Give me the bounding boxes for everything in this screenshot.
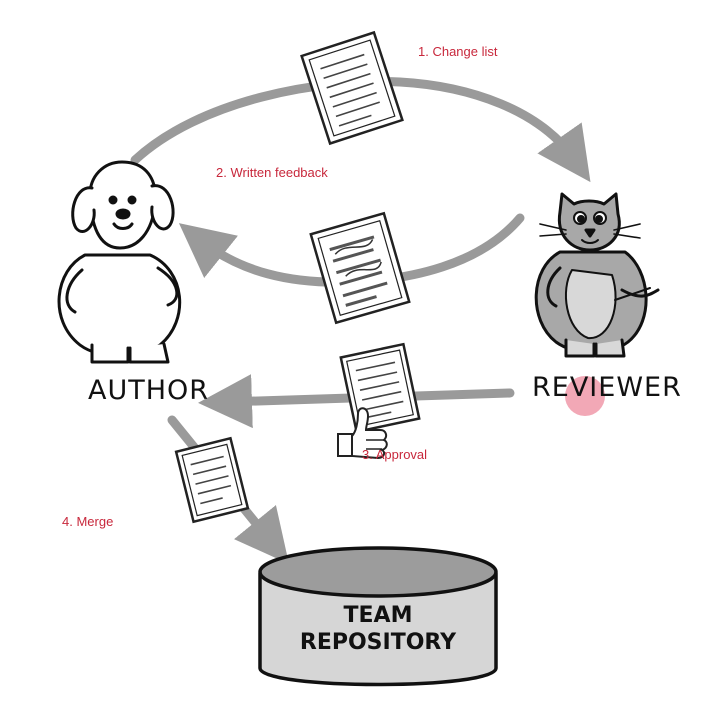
cursor-highlight bbox=[565, 376, 605, 416]
document-icon bbox=[339, 342, 421, 434]
author-label: AUTHOR bbox=[88, 375, 210, 406]
cat-icon bbox=[534, 192, 660, 358]
reviewer-label: REVIEWER bbox=[532, 372, 682, 403]
change-list-arrow bbox=[130, 77, 591, 183]
dog-icon bbox=[57, 160, 182, 364]
thumbs-up-icon bbox=[337, 407, 388, 460]
step-2-label: 2. Written feedback bbox=[216, 165, 328, 180]
repository-label-line2: REPOSITORY bbox=[299, 630, 457, 655]
document-icon bbox=[309, 211, 411, 325]
document-icon bbox=[174, 436, 250, 524]
step-1-label: 1. Change list bbox=[418, 44, 498, 59]
repository-label-line1: TEAM bbox=[343, 603, 413, 628]
step-3-label: 3. Approval bbox=[362, 447, 428, 462]
document-icon bbox=[300, 30, 404, 146]
step-4-label: 4. Merge bbox=[62, 514, 114, 529]
database-icon bbox=[258, 546, 498, 687]
